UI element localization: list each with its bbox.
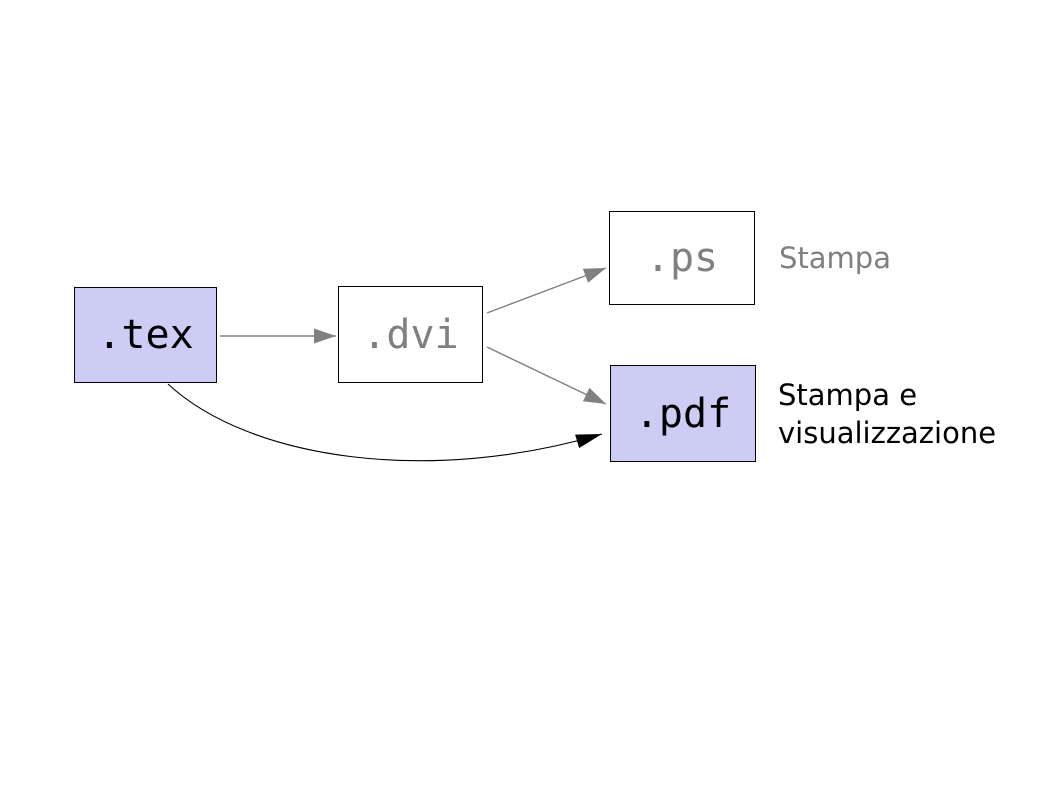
node-dvi: .dvi <box>338 286 483 383</box>
annotation-stampa: Stampa <box>779 211 891 305</box>
edge-tex-to-pdf-curved <box>167 383 603 462</box>
node-ps: .ps <box>609 211 755 305</box>
annotation-pdf-line2: visualizzazione <box>778 415 997 450</box>
node-dvi-label: .dvi <box>362 311 459 358</box>
annotation-pdf-line1: Stampa e <box>778 377 918 412</box>
node-pdf: .pdf <box>610 365 756 462</box>
node-pdf-label: .pdf <box>634 390 732 437</box>
edge-dvi-to-pdf <box>486 346 607 405</box>
node-tex-label: .tex <box>97 312 194 358</box>
node-tex: .tex <box>74 287 217 383</box>
annotation-stampa-text: Stampa <box>779 241 891 275</box>
node-ps-label: .ps <box>645 235 719 281</box>
edge-dvi-to-ps <box>486 267 607 314</box>
annotation-stampa-e-visualizzazione: Stampa e visualizzazione <box>778 365 996 462</box>
